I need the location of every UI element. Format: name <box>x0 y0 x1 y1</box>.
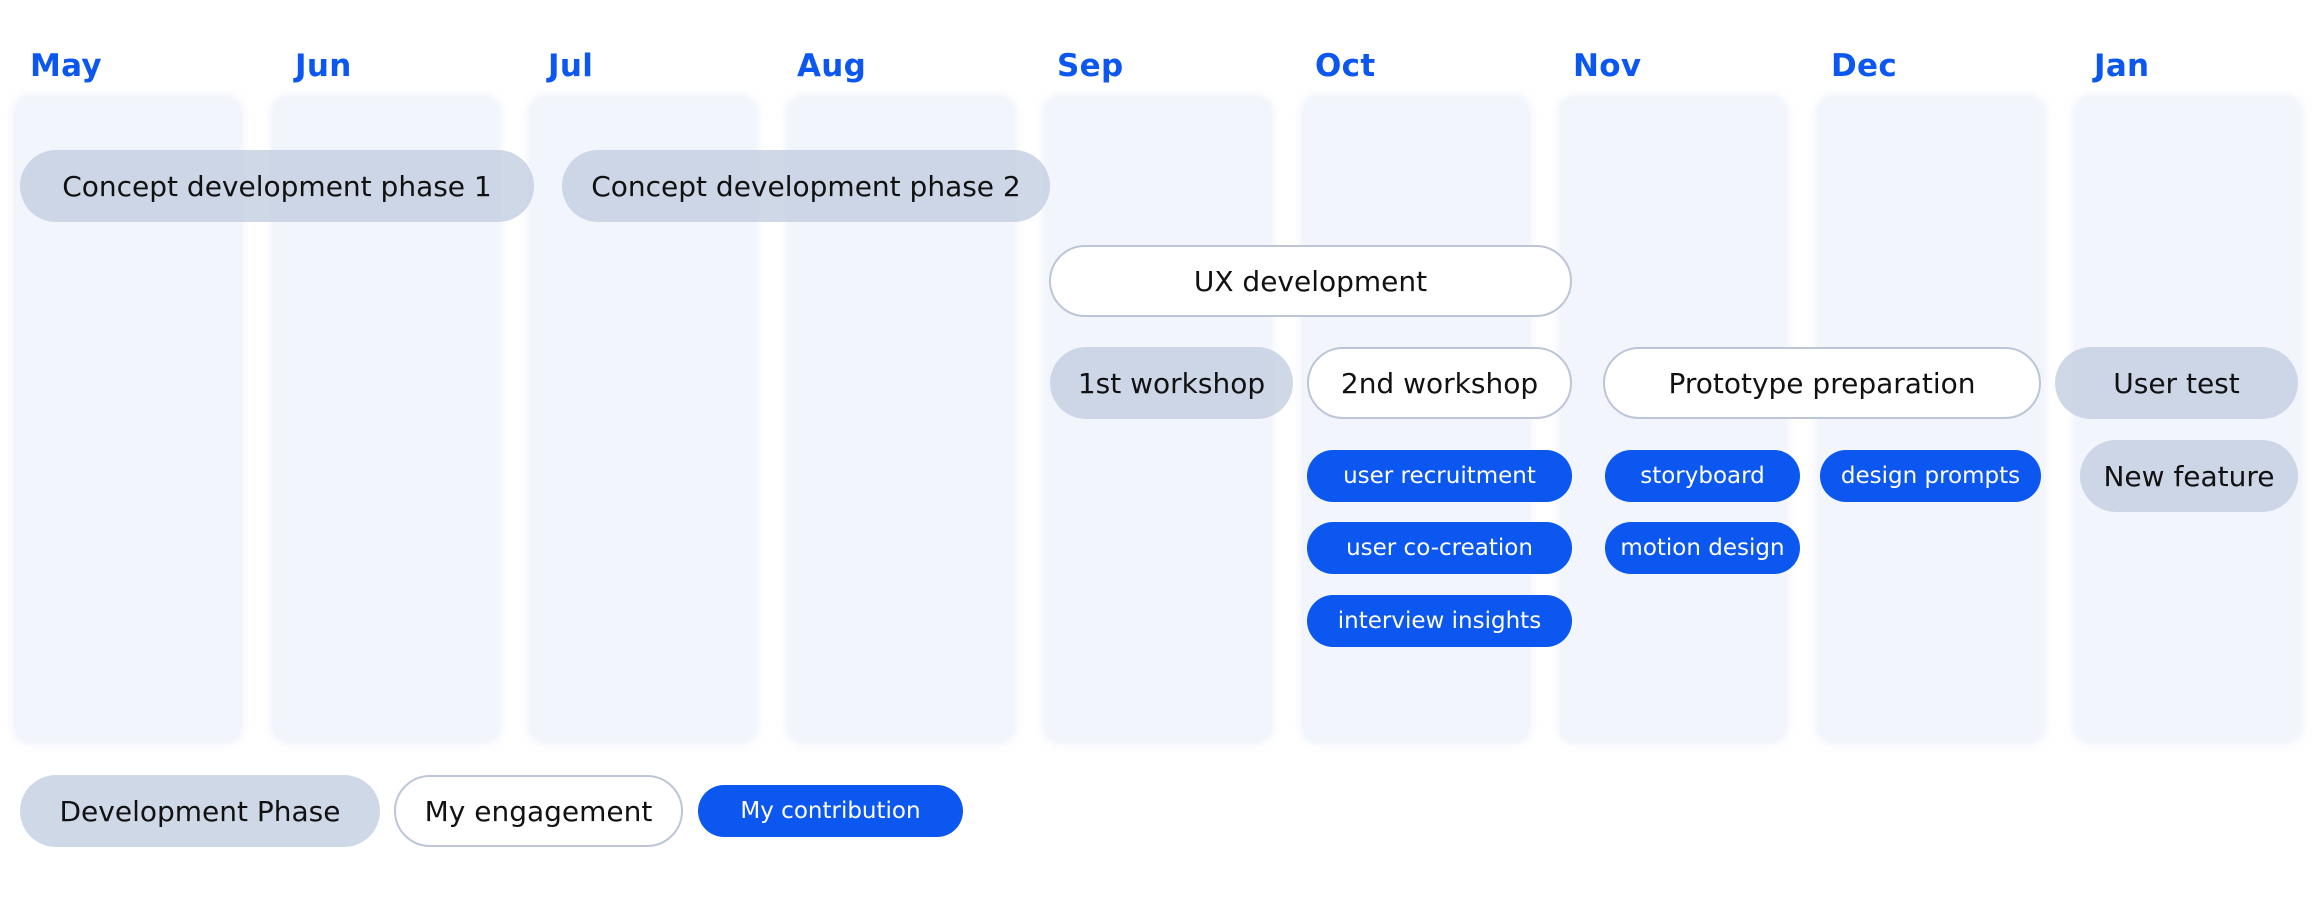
contribution-interview-insights: interview insights <box>1307 595 1572 647</box>
contribution-storyboard: storyboard <box>1605 450 1800 502</box>
month-label-jul: Jul <box>548 48 594 84</box>
legend-my-engagement: My engagement <box>394 775 683 847</box>
month-label-nov: Nov <box>1573 48 1642 84</box>
phase-concept-development-2: Concept development phase 2 <box>562 150 1050 222</box>
phase-new-feature: New feature <box>2080 440 2298 512</box>
month-column-jan <box>2075 97 2301 742</box>
phase-user-test: User test <box>2055 347 2298 419</box>
month-label-oct: Oct <box>1315 48 1376 84</box>
month-column-sep <box>1045 97 1271 742</box>
contribution-design-prompts: design prompts <box>1820 450 2041 502</box>
month-label-aug: Aug <box>797 48 867 84</box>
month-label-sep: Sep <box>1057 48 1124 84</box>
contribution-user-recruitment: user recruitment <box>1307 450 1572 502</box>
month-label-may: May <box>30 48 102 84</box>
phase-first-workshop: 1st workshop <box>1050 347 1293 419</box>
engagement-second-workshop: 2nd workshop <box>1307 347 1572 419</box>
legend-my-contribution: My contribution <box>698 785 963 837</box>
phase-concept-development-1: Concept development phase 1 <box>20 150 534 222</box>
month-column-dec <box>1818 97 2044 742</box>
engagement-ux-development: UX development <box>1049 245 1572 317</box>
month-label-jun: Jun <box>295 48 352 84</box>
month-label-jan: Jan <box>2094 48 2150 84</box>
legend-development-phase: Development Phase <box>20 775 380 847</box>
contribution-motion-design: motion design <box>1605 522 1800 574</box>
engagement-prototype-preparation: Prototype preparation <box>1603 347 2041 419</box>
month-label-dec: Dec <box>1831 48 1898 84</box>
contribution-user-co-creation: user co-creation <box>1307 522 1572 574</box>
month-column-nov <box>1560 97 1786 742</box>
